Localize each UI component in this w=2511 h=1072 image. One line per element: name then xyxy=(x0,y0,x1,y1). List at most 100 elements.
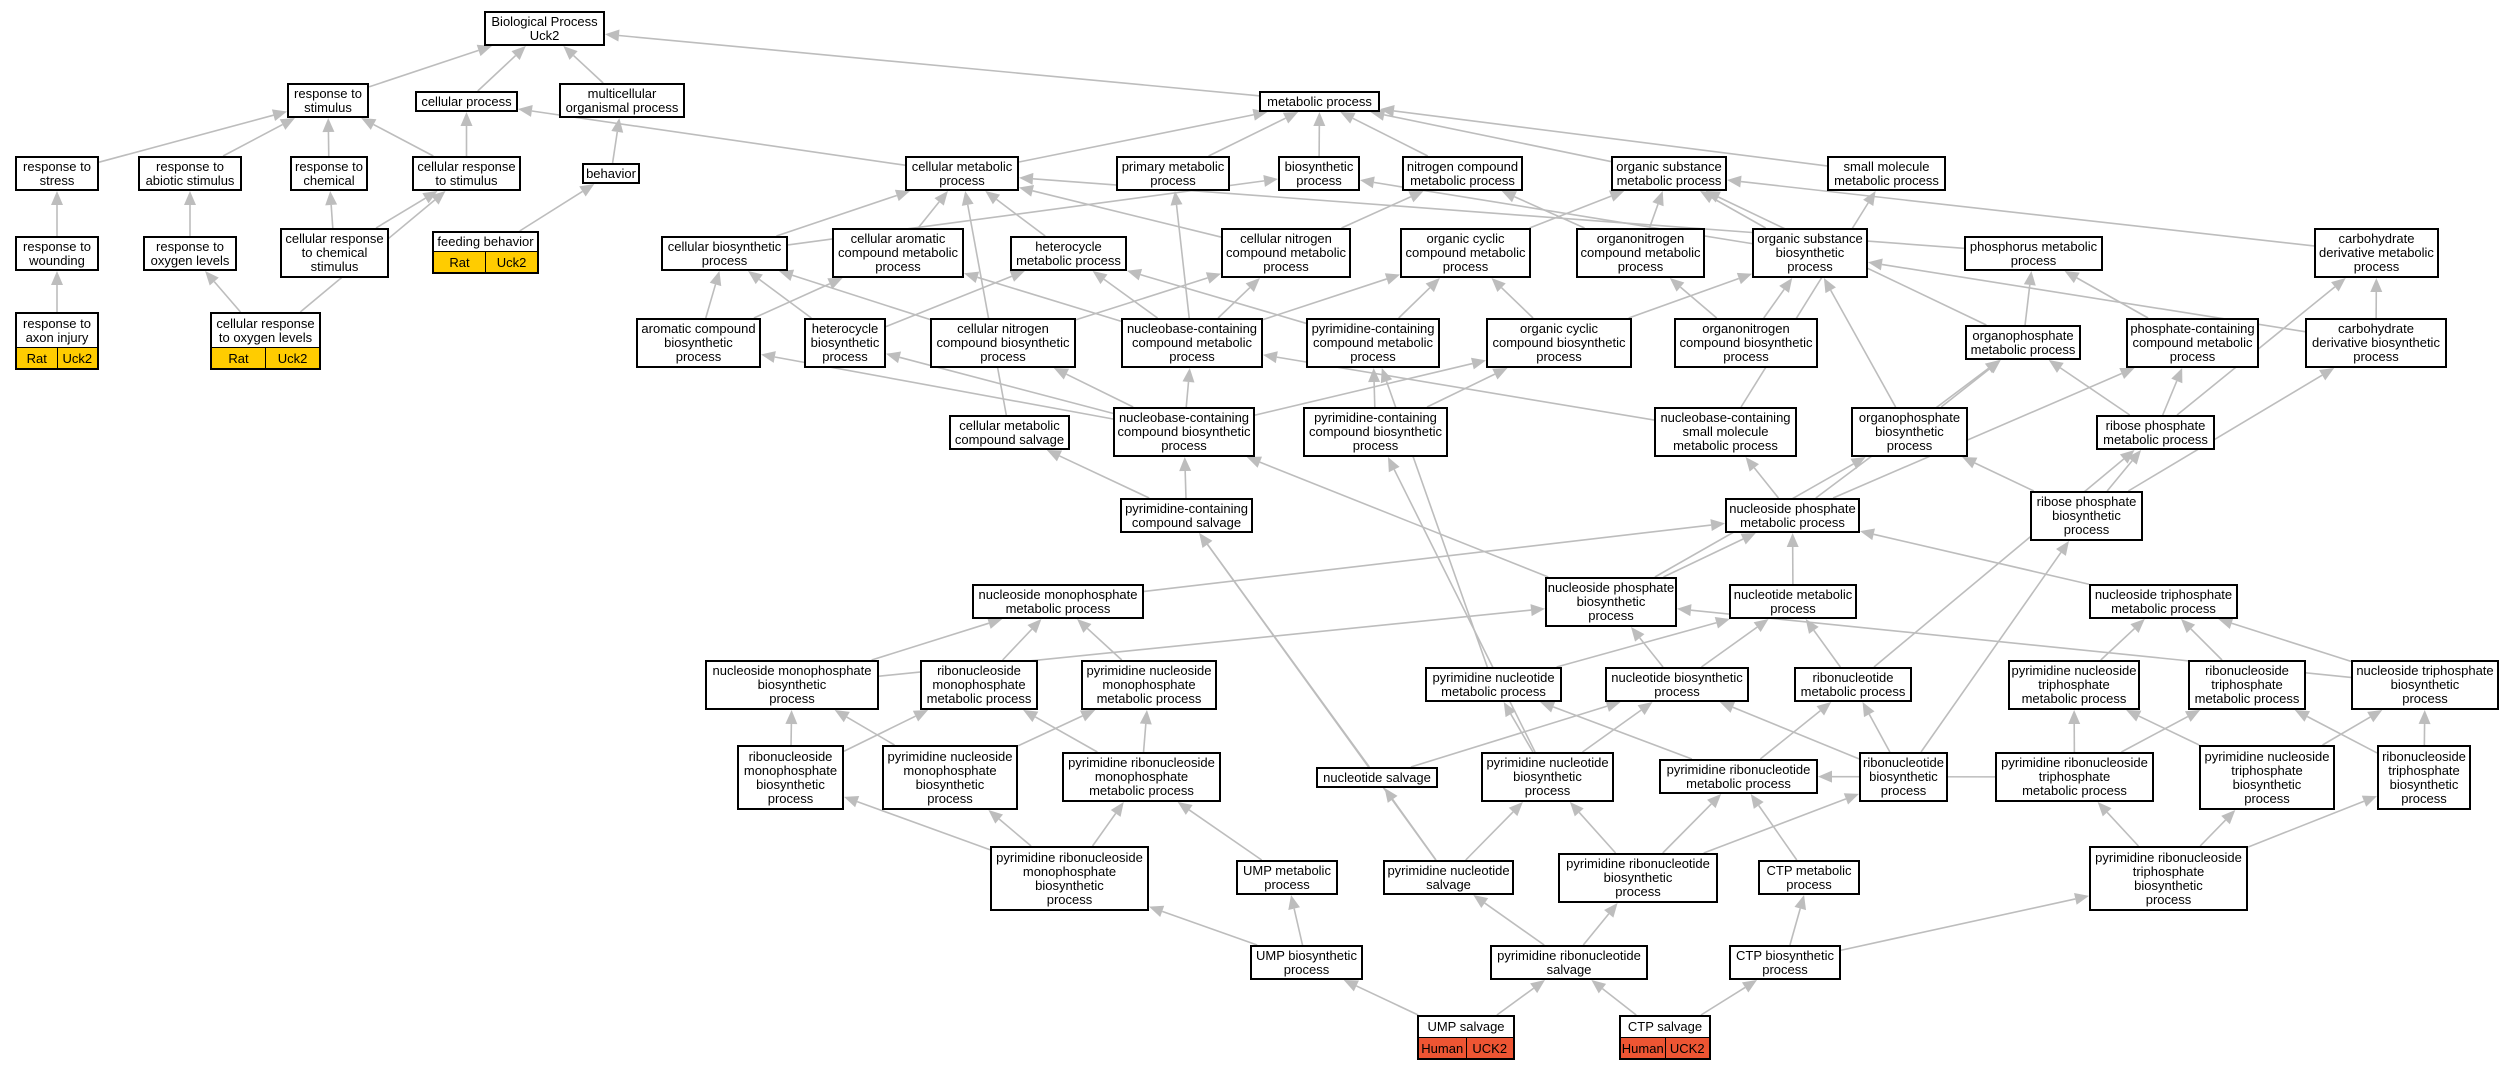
go-term-node-orgphos-bios[interactable]: organophosphate biosynthetic process xyxy=(1851,407,1968,457)
go-term-node-nmp-meta[interactable]: nucleoside monophosphate metabolic proce… xyxy=(972,584,1144,619)
go-term-node-nsp-bios[interactable]: nucleoside phosphate biosynthetic proces… xyxy=(1545,577,1677,627)
go-term-node-bp[interactable]: Biological Process Uck2 xyxy=(484,11,605,46)
go-term-node-resp-stress[interactable]: response to stress xyxy=(15,156,99,191)
go-term-node-org-cyc[interactable]: organic cyclic compound metabolic proces… xyxy=(1400,228,1531,278)
go-term-node-nitro-cmp[interactable]: nitrogen compound metabolic process xyxy=(1402,156,1523,191)
go-term-node-nt-bios[interactable]: nucleotide biosynthetic process xyxy=(1605,667,1749,702)
go-term-label: organic substance biosynthetic process xyxy=(1757,231,1863,274)
go-term-node-ntp-meta[interactable]: nucleoside triphosphate metabolic proces… xyxy=(2089,584,2238,619)
go-term-node-org-sub-bios[interactable]: organic substance biosynthetic process xyxy=(1752,228,1868,278)
go-term-node-organonitro[interactable]: organonitrogen compound metabolic proces… xyxy=(1576,228,1705,278)
go-term-node-hetero[interactable]: heterocycle metabolic process xyxy=(1010,236,1127,271)
go-term-node-nb-meta[interactable]: nucleobase-containing compound metabolic… xyxy=(1121,318,1263,368)
go-term-node-cell-biosyn[interactable]: cellular biosynthetic process xyxy=(661,236,788,271)
go-term-node-rntp-meta[interactable]: ribonucleoside triphosphate metabolic pr… xyxy=(2188,660,2306,710)
go-term-node-prim-meta[interactable]: primary metabolic process xyxy=(1116,156,1230,191)
go-term-node-carb-deriv-bios[interactable]: carbohydrate derivative biosynthetic pro… xyxy=(2305,318,2447,368)
edge-arrowhead-resp_stim-bp xyxy=(476,44,492,57)
go-term-node-resp-stim[interactable]: response to stimulus xyxy=(287,83,369,118)
go-term-node-resp-chem[interactable]: response to chemical xyxy=(290,156,368,191)
go-term-node-pnmp-meta[interactable]: pyrimidine nucleoside monophosphate meta… xyxy=(1081,660,1217,710)
go-term-node-nb-bios[interactable]: nucleobase-containing compound biosynthe… xyxy=(1113,407,1255,457)
go-term-node-ctp-meta[interactable]: CTP metabolic process xyxy=(1758,860,1860,895)
go-term-label: pyrimidine ribonucleoside triphosphate b… xyxy=(2095,849,2242,907)
go-term-node-ribose-bios[interactable]: ribose phosphate biosynthetic process xyxy=(2030,491,2143,541)
go-term-node-org-sub[interactable]: organic substance metabolic process xyxy=(1611,156,1727,191)
edge-arrowhead-prnt_bios-pnt_bios xyxy=(1569,802,1584,817)
go-term-node-resp-abiotic[interactable]: response to abiotic stimulus xyxy=(138,156,242,191)
go-term-node-pnt-meta[interactable]: pyrimidine nucleotide metabolic process xyxy=(1425,667,1562,702)
go-term-node-org-cyc-bios[interactable]: organic cyclic compound biosynthetic pro… xyxy=(1486,318,1632,368)
go-term-node-cell-resp-stim[interactable]: cellular response to stimulus xyxy=(412,156,521,191)
go-term-node-orgphos-meta[interactable]: organophosphate metabolic process xyxy=(1965,325,2081,360)
go-term-node-pntp-meta[interactable]: pyrimidine nucleoside triphosphate metab… xyxy=(2008,660,2140,710)
go-term-node-prnt-salv[interactable]: pyrimidine ribonucleotide salvage xyxy=(1490,945,1648,980)
go-term-node-ump-meta[interactable]: UMP metabolic process xyxy=(1236,860,1338,895)
go-term-label: pyrimidine ribonucleoside triphosphate m… xyxy=(2001,755,2148,798)
go-term-node-carb-deriv[interactable]: carbohydrate derivative metabolic proces… xyxy=(2314,228,2439,278)
go-term-node-pyr-salv[interactable]: pyrimidine-containing compound salvage xyxy=(1120,498,1253,533)
go-term-node-prnmp-meta[interactable]: pyrimidine ribonucleoside monophosphate … xyxy=(1062,752,1221,802)
go-term-node-nmp-bios[interactable]: nucleoside monophosphate biosynthetic pr… xyxy=(705,660,879,710)
go-term-node-pyr-cmp-bios[interactable]: pyrimidine-containing compound biosynthe… xyxy=(1303,407,1448,457)
go-term-node-cell-meta[interactable]: cellular metabolic process xyxy=(905,156,1019,191)
go-term-node-prntp-bios[interactable]: pyrimidine ribonucleoside triphosphate b… xyxy=(2089,846,2248,911)
go-term-node-phos-cmp-meta[interactable]: phosphate-containing compound metabolic … xyxy=(2126,318,2259,368)
edge-arrowhead-nmp_bios-nsp_bios xyxy=(1530,604,1545,617)
go-term-node-nsp-meta[interactable]: nucleoside phosphate metabolic process xyxy=(1725,498,1860,533)
go-term-node-phosph[interactable]: phosphorus metabolic process xyxy=(1964,236,2103,271)
go-term-node-cell-resp-chem[interactable]: cellular response to chemical stimulus xyxy=(280,228,389,278)
species-badge: Human xyxy=(1621,1037,1665,1058)
go-term-node-ump-bios[interactable]: UMP biosynthetic process xyxy=(1250,945,1363,980)
edge-arrowhead-pyr_cmp_bios-org_cyc_bios xyxy=(1492,368,1508,380)
go-term-node-ntp-bios[interactable]: nucleoside triphosphate biosynthetic pro… xyxy=(2351,660,2499,710)
go-term-node-cell-arom[interactable]: cellular aromatic compound metabolic pro… xyxy=(832,228,964,278)
go-term-node-prnt-meta[interactable]: pyrimidine ribonucleotide metabolic proc… xyxy=(1659,759,1818,794)
go-term-node-prnt-bios[interactable]: pyrimidine ribonucleotide biosynthetic p… xyxy=(1558,853,1718,903)
edge-arrowhead-rnmp_bios-nmp_bios xyxy=(785,710,798,725)
go-term-node-cell-meta-salv[interactable]: cellular metabolic compound salvage xyxy=(949,415,1070,450)
go-term-node-resp-wound[interactable]: response to wounding xyxy=(15,236,99,271)
go-term-node-meta[interactable]: metabolic process xyxy=(1259,91,1380,112)
go-term-node-ctp-bios[interactable]: CTP biosynthetic process xyxy=(1729,945,1841,980)
go-term-node-cell-nitro[interactable]: cellular nitrogen compound metabolic pro… xyxy=(1221,228,1351,278)
go-term-node-pyr-cmp-meta[interactable]: pyrimidine-containing compound metabolic… xyxy=(1306,318,1440,368)
go-term-node-rnt-bios[interactable]: ribonucleotide biosynthetic process xyxy=(1859,752,1948,802)
go-term-node-rnmp-bios[interactable]: ribonucleoside monophosphate biosyntheti… xyxy=(737,745,844,810)
go-term-node-rnt-meta[interactable]: ribonucleotide metabolic process xyxy=(1794,667,1912,702)
go-term-node-pntp-bios[interactable]: pyrimidine nucleoside triphosphate biosy… xyxy=(2199,745,2335,810)
go-term-node-pnmp-bios[interactable]: pyrimidine nucleoside monophosphate bios… xyxy=(882,745,1018,810)
edge-arrowhead-multi-bp xyxy=(563,46,578,60)
go-term-node-hetero-bios[interactable]: heterocycle biosynthetic process xyxy=(804,318,886,368)
go-term-node-nb-small[interactable]: nucleobase-containing small molecule met… xyxy=(1654,407,1797,457)
go-term-node-prntp-meta[interactable]: pyrimidine ribonucleoside triphosphate m… xyxy=(1995,752,2154,802)
go-term-node-biosyn[interactable]: biosynthetic process xyxy=(1278,156,1360,191)
go-term-node-rnmp-meta[interactable]: ribonucleoside monophosphate metabolic p… xyxy=(920,660,1038,710)
go-term-node-ribose-meta[interactable]: ribose phosphate metabolic process xyxy=(2096,415,2215,450)
go-term-node-rntp-bios[interactable]: ribonucleoside triphosphate biosynthetic… xyxy=(2377,745,2471,810)
go-term-node-multi[interactable]: multicellular organismal process xyxy=(559,83,685,118)
go-term-node-prnmp-bios[interactable]: pyrimidine ribonucleoside monophosphate … xyxy=(990,846,1149,911)
go-term-node-pns-salv[interactable]: pyrimidine nucleotide salvage xyxy=(1383,860,1514,895)
go-term-node-nt-salv[interactable]: nucleotide salvage xyxy=(1316,767,1438,788)
go-term-node-behavior[interactable]: behavior xyxy=(582,163,640,184)
go-term-node-pnt-bios[interactable]: pyrimidine nucleotide biosynthetic proce… xyxy=(1481,752,1614,802)
go-term-node-organonitro-bios[interactable]: organonitrogen compound biosynthetic pro… xyxy=(1674,318,1818,368)
edge-arrowhead-resp_oxy-resp_abiotic xyxy=(184,191,196,205)
edge-line-rnmp_meta-nmp_meta xyxy=(1002,628,1033,661)
go-term-node-arom-bios[interactable]: aromatic compound biosynthetic process xyxy=(636,318,761,368)
edge-arrowhead-rnt_bios-rnt_meta xyxy=(1862,702,1875,718)
go-term-node-resp-oxy[interactable]: response to oxygen levels xyxy=(143,236,237,271)
go-term-node-cell-nitro-bios[interactable]: cellular nitrogen compound biosynthetic … xyxy=(930,318,1076,368)
go-term-node-cell-proc[interactable]: cellular process xyxy=(415,91,518,112)
edge-arrowhead-nt_bios-nsp_bios xyxy=(1631,627,1645,642)
go-term-node-nucleotide-meta[interactable]: nucleotide metabolic process xyxy=(1729,584,1857,619)
go-term-node-small-mol[interactable]: small molecule metabolic process xyxy=(1827,156,1946,191)
edge-arrowhead-pntp_bios-pntp_meta xyxy=(2126,710,2142,722)
